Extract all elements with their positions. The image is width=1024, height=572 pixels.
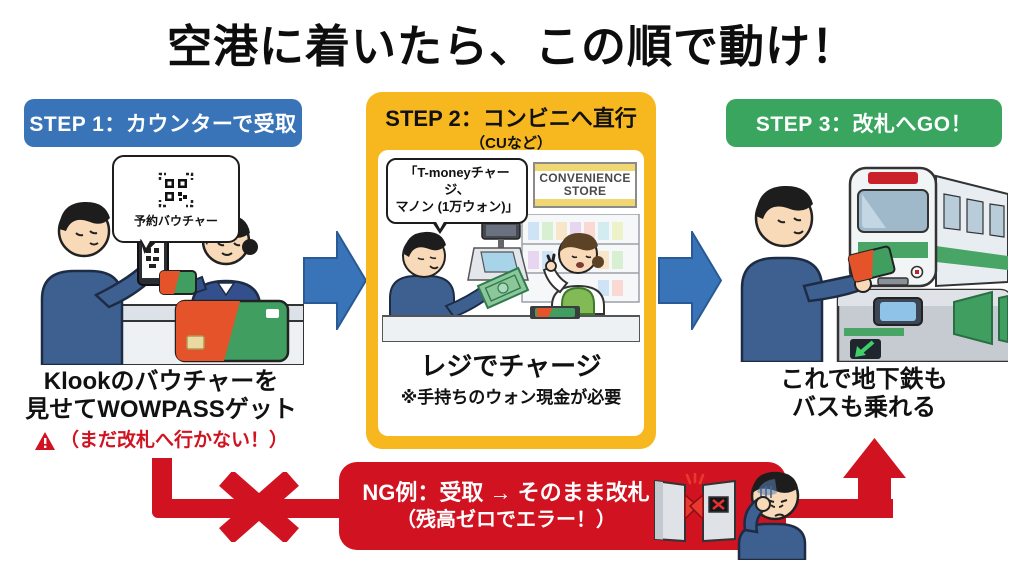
- store-counter: [382, 306, 640, 342]
- step1-illustration: 予約バウチャー: [28, 155, 305, 367]
- closed-gate-icon: [654, 472, 736, 543]
- ng-example-box: NG例：受取 → そのまま改札 （残高ゼロでエラー！）: [339, 462, 807, 560]
- arrow-up-icon: [843, 438, 906, 478]
- sign-line2: STORE: [563, 184, 607, 198]
- ng-return-arrow-shaft: [858, 473, 891, 513]
- step3-caption-line1: これで地下鉄も: [780, 366, 948, 393]
- voucher-speech-bubble: 予約バウチャー: [112, 155, 240, 248]
- step1-caption: Klookのバウチャーを 見せてWOWPASSゲット （まだ改札へ行かない！）: [8, 368, 314, 452]
- tmoney-bubble-line2: マノン (1万ウォン)」: [395, 198, 519, 214]
- step2-panel: STEP 2：コンビニへ直行 （CUなど） 「T-moneyチャージ、 マノン …: [366, 92, 656, 449]
- step3-caption: これで地下鉄も バスも乗れる: [716, 366, 1012, 423]
- wowpass-card-small: [159, 270, 197, 295]
- x-mark-icon: [219, 472, 299, 542]
- step3-illustration: [722, 150, 1012, 364]
- voucher-label: 予約バウチャー: [134, 213, 218, 228]
- step1-caption-line1: Klookのバウチャーを: [43, 368, 279, 395]
- step3-gate-scene: [740, 166, 1012, 364]
- passenger-figure: [740, 185, 872, 364]
- wowpass-card-large: [174, 299, 290, 363]
- step1-header-label: STEP 1：カウンターで受取: [29, 113, 297, 136]
- step2-register-scene: [382, 214, 640, 342]
- step3-header-badge: STEP 3：改札へGO！: [726, 99, 1002, 147]
- ticket-gate: [836, 288, 1012, 364]
- step2-subheader: （CUなど）: [470, 135, 552, 152]
- step2-caption-line2: ※手持ちのウォン現金が必要: [400, 388, 622, 407]
- ng-line2: （残高ゼロでエラー！）: [396, 509, 616, 532]
- sign-line1: CONVENIENCE: [539, 170, 631, 185]
- troubled-man-icon: [737, 471, 807, 560]
- ng-line1: NG例：受取 → そのまま改札: [362, 480, 650, 506]
- step1-warning-text: （まだ改札へ行かない！）: [59, 429, 288, 451]
- tmoney-speech-bubble: 「T-moneyチャージ、 マノン (1万ウォン)」: [386, 158, 528, 234]
- page-title: 空港に着いたら、この順で動け！: [166, 21, 857, 72]
- step1-warning: （まだ改札へ行かない！）: [8, 430, 314, 452]
- step2-caption-line1: レジでチャージ: [420, 351, 602, 381]
- step2-header-label: STEP 2：コンビニへ直行: [385, 106, 637, 131]
- arrow-right-icon-1: [303, 231, 367, 330]
- warning-icon: [34, 431, 55, 450]
- sign-band-top: [535, 164, 635, 171]
- ng-path-elbow: [152, 458, 172, 508]
- step1-header-badge: STEP 1：カウンターで受取: [24, 99, 302, 147]
- convenience-store-sign: CONVENIENCE STORE: [533, 162, 637, 208]
- traveler-figure: [40, 201, 158, 367]
- tmoney-bubble-line1: 「T-moneyチャージ、: [404, 165, 510, 197]
- qr-code-icon: [158, 172, 194, 207]
- arrow-right-icon-2: [658, 231, 722, 330]
- tapped-card: [847, 245, 896, 283]
- ng-example-text: NG例：受取 → そのまま改札 （残高ゼロでエラー！）: [353, 462, 659, 550]
- cash-banknote: [476, 266, 530, 310]
- step3-header-label: STEP 3：改札へGO！: [755, 113, 973, 136]
- step2-inner-card: 「T-moneyチャージ、 マノン (1万ウォン)」 CONVENIENCE S…: [378, 150, 644, 436]
- step1-caption-line2: 見せてWOWPASSゲット: [25, 396, 297, 424]
- step3-caption-line2: バスも乗れる: [792, 394, 936, 422]
- sign-band-bottom: [535, 199, 635, 206]
